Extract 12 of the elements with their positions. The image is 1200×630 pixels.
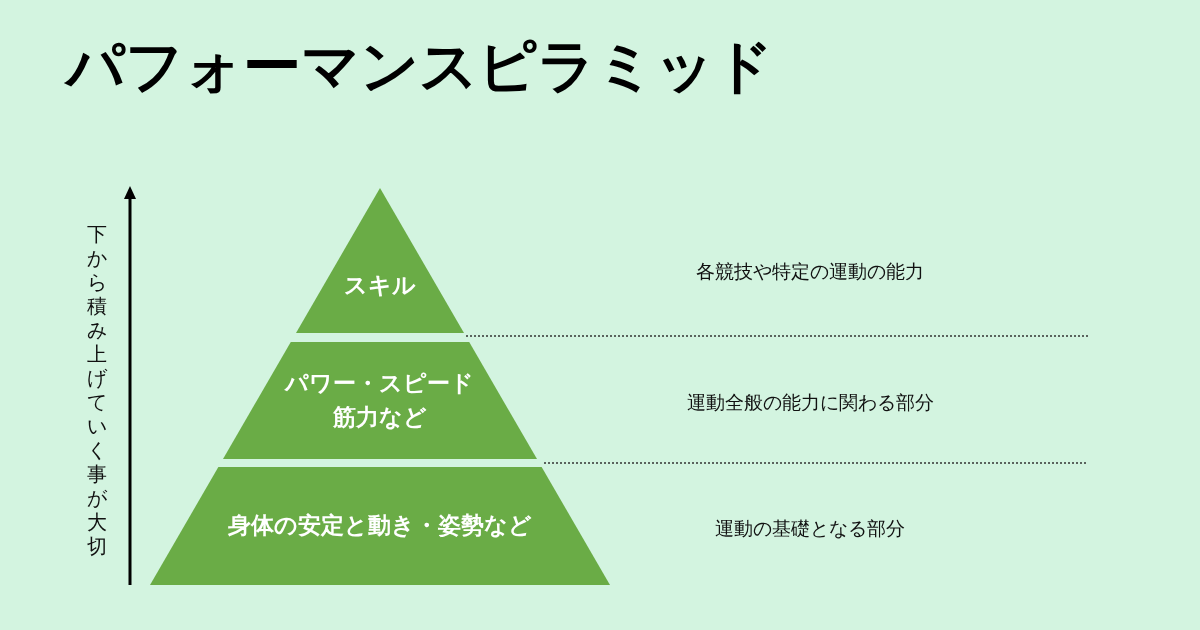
tier-label: パワー・スピード (285, 369, 475, 399)
tier-label: 筋力など (333, 402, 427, 432)
tier-label: 身体の安定と動き・姿勢など (228, 511, 532, 541)
pyramid-tier (296, 188, 464, 333)
tier-label: スキル (344, 271, 416, 301)
title: パフォーマンスピラミッド (66, 31, 773, 102)
pyramid-tier (150, 467, 610, 585)
tier-description: 運動の基礎となる部分 (715, 516, 905, 541)
tier-description: 各競技や特定の運動の能力 (696, 259, 924, 284)
pyramid-tier (223, 342, 537, 459)
vertical-note: 下から積み上げていく事が大切 (86, 222, 108, 558)
tier-description: 運動全般の能力に関わる部分 (686, 390, 934, 415)
